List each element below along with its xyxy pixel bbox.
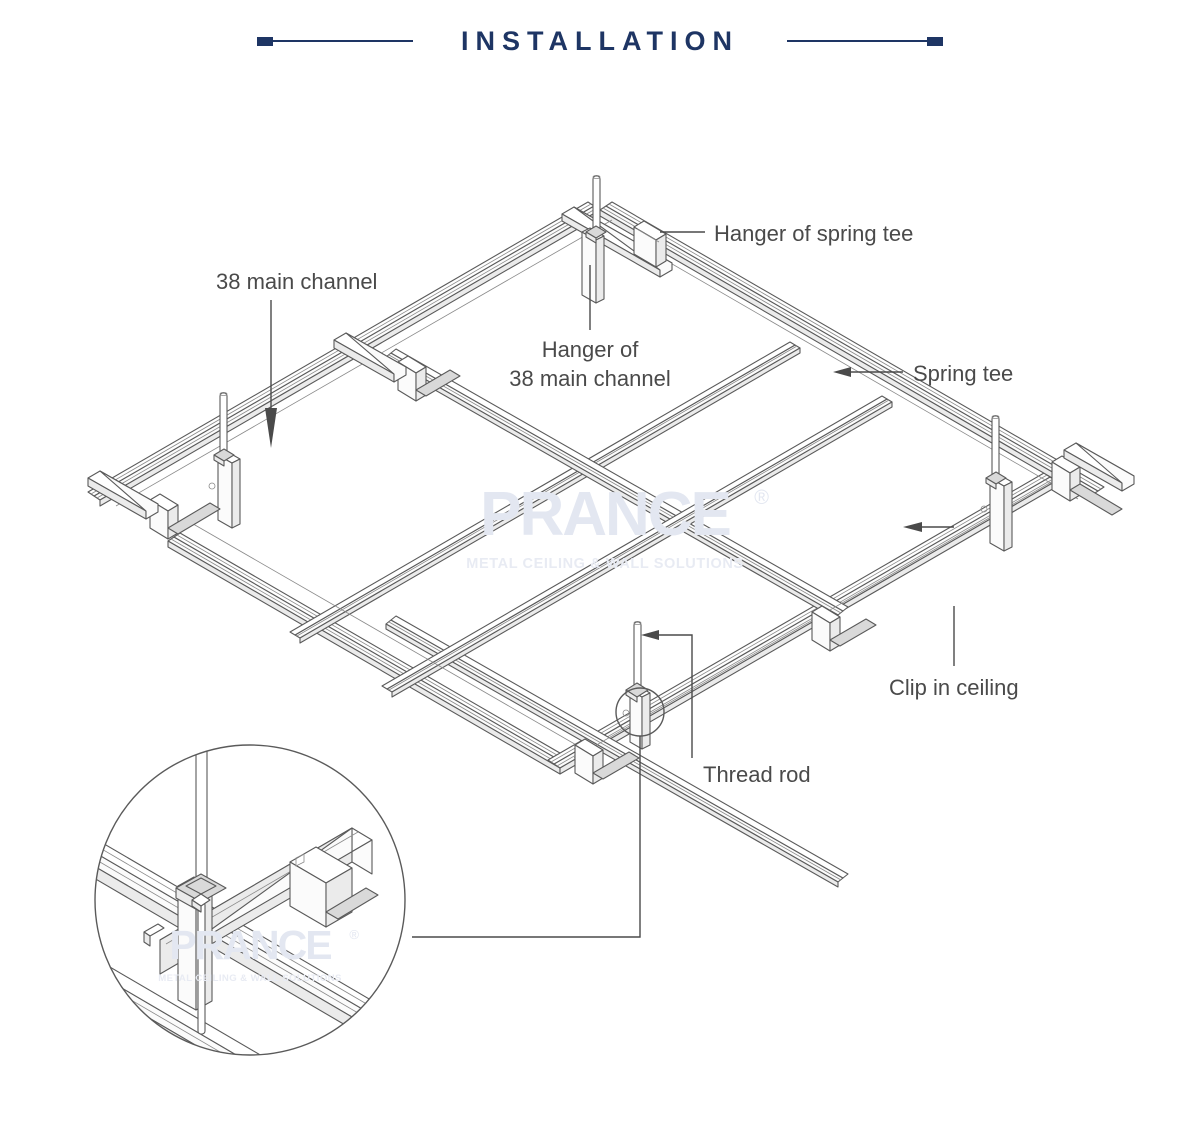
leader-lines — [265, 231, 955, 758]
label-hanger-of-38-main-channel-line1: Hanger of — [541, 337, 639, 362]
label-clip-in-ceiling: Clip in ceiling — [889, 675, 1019, 700]
leader-arrow-thread-rod — [641, 630, 659, 640]
main-channel-interior-1 — [289, 341, 801, 644]
detail-clip-tab — [143, 923, 165, 947]
header-inner: INSTALLATION — [257, 26, 943, 57]
detail-callout-connector — [412, 736, 641, 938]
rule-block-right-icon — [926, 36, 943, 46]
spring-tee-interior-center — [385, 348, 849, 621]
detail-magnified-view — [94, 744, 406, 1056]
leader-arrow-main-channel — [265, 408, 277, 448]
detail-circle-border — [94, 744, 406, 1056]
rule-line-left — [273, 40, 413, 42]
clip-bottom-left — [574, 738, 640, 785]
hanger-assembly-right — [980, 414, 1013, 552]
stub-channel-upper-left — [333, 332, 407, 383]
leader-arrow-spring-tee — [833, 367, 851, 377]
hanger-assembly-left — [208, 391, 241, 529]
clip-upper-left — [397, 355, 461, 402]
rule-line-right — [786, 40, 927, 42]
label-hanger-of-38-main-channel: Hanger of 38 main channel — [484, 335, 696, 393]
leader-arrow-clip-ceiling — [903, 522, 922, 532]
label-thread-rod: Thread rod — [703, 762, 811, 787]
detail-thread-rod — [195, 745, 208, 1035]
stub-channel-left — [87, 470, 159, 520]
corner-clip-right — [1051, 455, 1123, 516]
detail-anchor-tab — [325, 887, 379, 920]
rule-block-left-icon — [257, 36, 273, 46]
title-rule-left — [257, 35, 413, 47]
main-channel-interior-2 — [381, 395, 893, 698]
clip-bottom-right — [811, 605, 877, 652]
hanger-assembly-top — [561, 174, 673, 304]
label-spring-tee: Spring tee — [913, 361, 1014, 386]
corner-clip-left — [149, 493, 221, 540]
label-hanger-of-spring-tee: Hanger of spring tee — [714, 221, 914, 246]
ceiling-grid-assembly — [87, 174, 1135, 888]
spring-tee-interior-lower — [385, 615, 849, 888]
spring-tee-front-left — [167, 532, 573, 775]
detail-nut-washer — [175, 873, 227, 913]
label-38-main-channel: 38 main channel — [216, 269, 378, 294]
label-hanger-of-38-main-channel-line2: 38 main channel — [509, 366, 671, 391]
stub-channel-right — [1063, 442, 1135, 492]
title-rule-right — [786, 35, 943, 47]
page-title: INSTALLATION — [461, 25, 739, 56]
page-header: INSTALLATION — [0, 0, 1200, 130]
spring-tee-back-right — [599, 201, 1105, 502]
